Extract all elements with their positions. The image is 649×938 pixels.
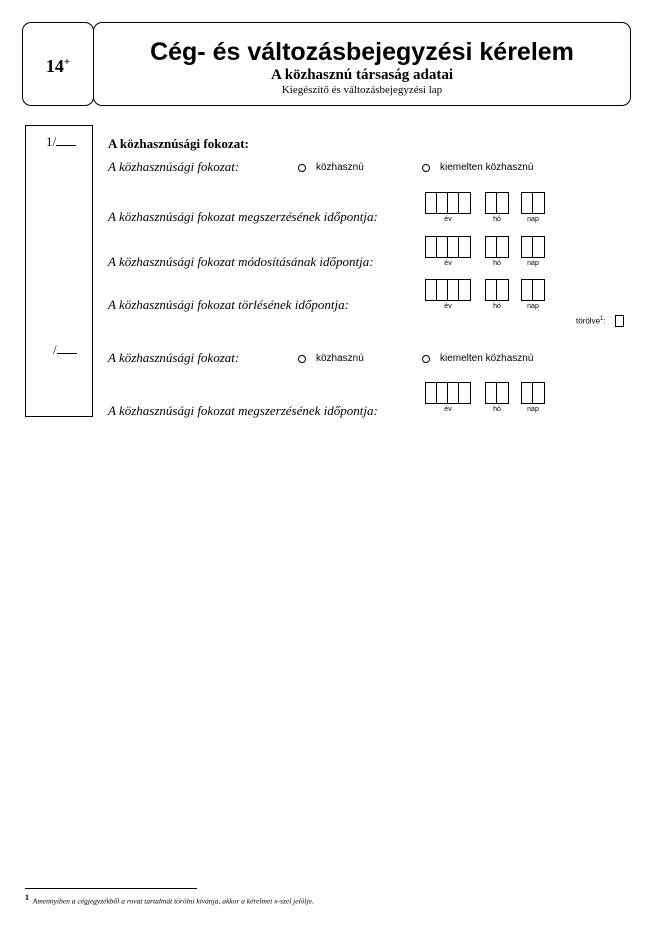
acquired-date-field[interactable]: év hó nap — [425, 192, 545, 223]
form-number-box: 14+ — [22, 22, 94, 106]
deleted-date-field[interactable]: év hó nap — [425, 279, 545, 310]
radio-circle[interactable] — [422, 354, 430, 363]
deleted-checkbox-row: törölve1: — [576, 315, 624, 327]
status-label: A közhasznúsági fokozat: — [108, 159, 240, 174]
row-number-column: 1/ / — [25, 125, 93, 417]
modified-date-label: A közhasznúsági fokozat módosításának id… — [108, 254, 374, 269]
footnote: 1 Amennyiben a cégjegyzékből a rovat tar… — [25, 893, 314, 906]
deleted-checkbox[interactable] — [614, 315, 624, 327]
deleted-date-label: A közhasznúsági fokozat törlésének időpo… — [108, 297, 349, 312]
radio-circle[interactable] — [298, 163, 306, 172]
page-subtitle: A közhasznú társaság adatai — [270, 67, 454, 83]
form-number: 14+ — [45, 56, 71, 76]
row-number-1[interactable]: 1/ — [46, 134, 77, 150]
acquired-date-label-2: A közhasznúsági fokozat megszerzésének i… — [108, 403, 378, 418]
radio-kiemelten-kozhasznu-2[interactable]: kiemelten közhasznú — [422, 353, 533, 364]
radio-kozhasznu[interactable]: közhasznú — [298, 162, 364, 173]
modified-date-field[interactable]: év hó nap — [425, 236, 545, 267]
radio-circle[interactable] — [422, 163, 430, 172]
section-title: A közhasznúsági fokozat: — [108, 136, 249, 151]
status-label-2: A közhasznúsági fokozat: — [108, 350, 240, 365]
header-box: Cég- és változásbejegyzési kérelem A köz… — [93, 22, 631, 106]
radio-circle[interactable] — [298, 354, 306, 363]
radio-kozhasznu-2[interactable]: közhasznú — [298, 353, 364, 364]
acquired-date-field-2[interactable]: év hó nap — [425, 382, 545, 413]
radio-kiemelten-kozhasznu[interactable]: kiemelten közhasznú — [422, 162, 533, 173]
page-subsubtitle: Kiegészítő és változásbejegyzési lap — [281, 84, 443, 96]
row-number-2[interactable]: / — [53, 342, 77, 358]
page-title: Cég- és változásbejegyzési kérelem — [150, 38, 574, 66]
acquired-date-label: A közhasznúsági fokozat megszerzésének i… — [108, 209, 378, 224]
footnote-divider — [25, 888, 197, 889]
deleted-checkbox-label: törölve1: — [576, 316, 606, 326]
